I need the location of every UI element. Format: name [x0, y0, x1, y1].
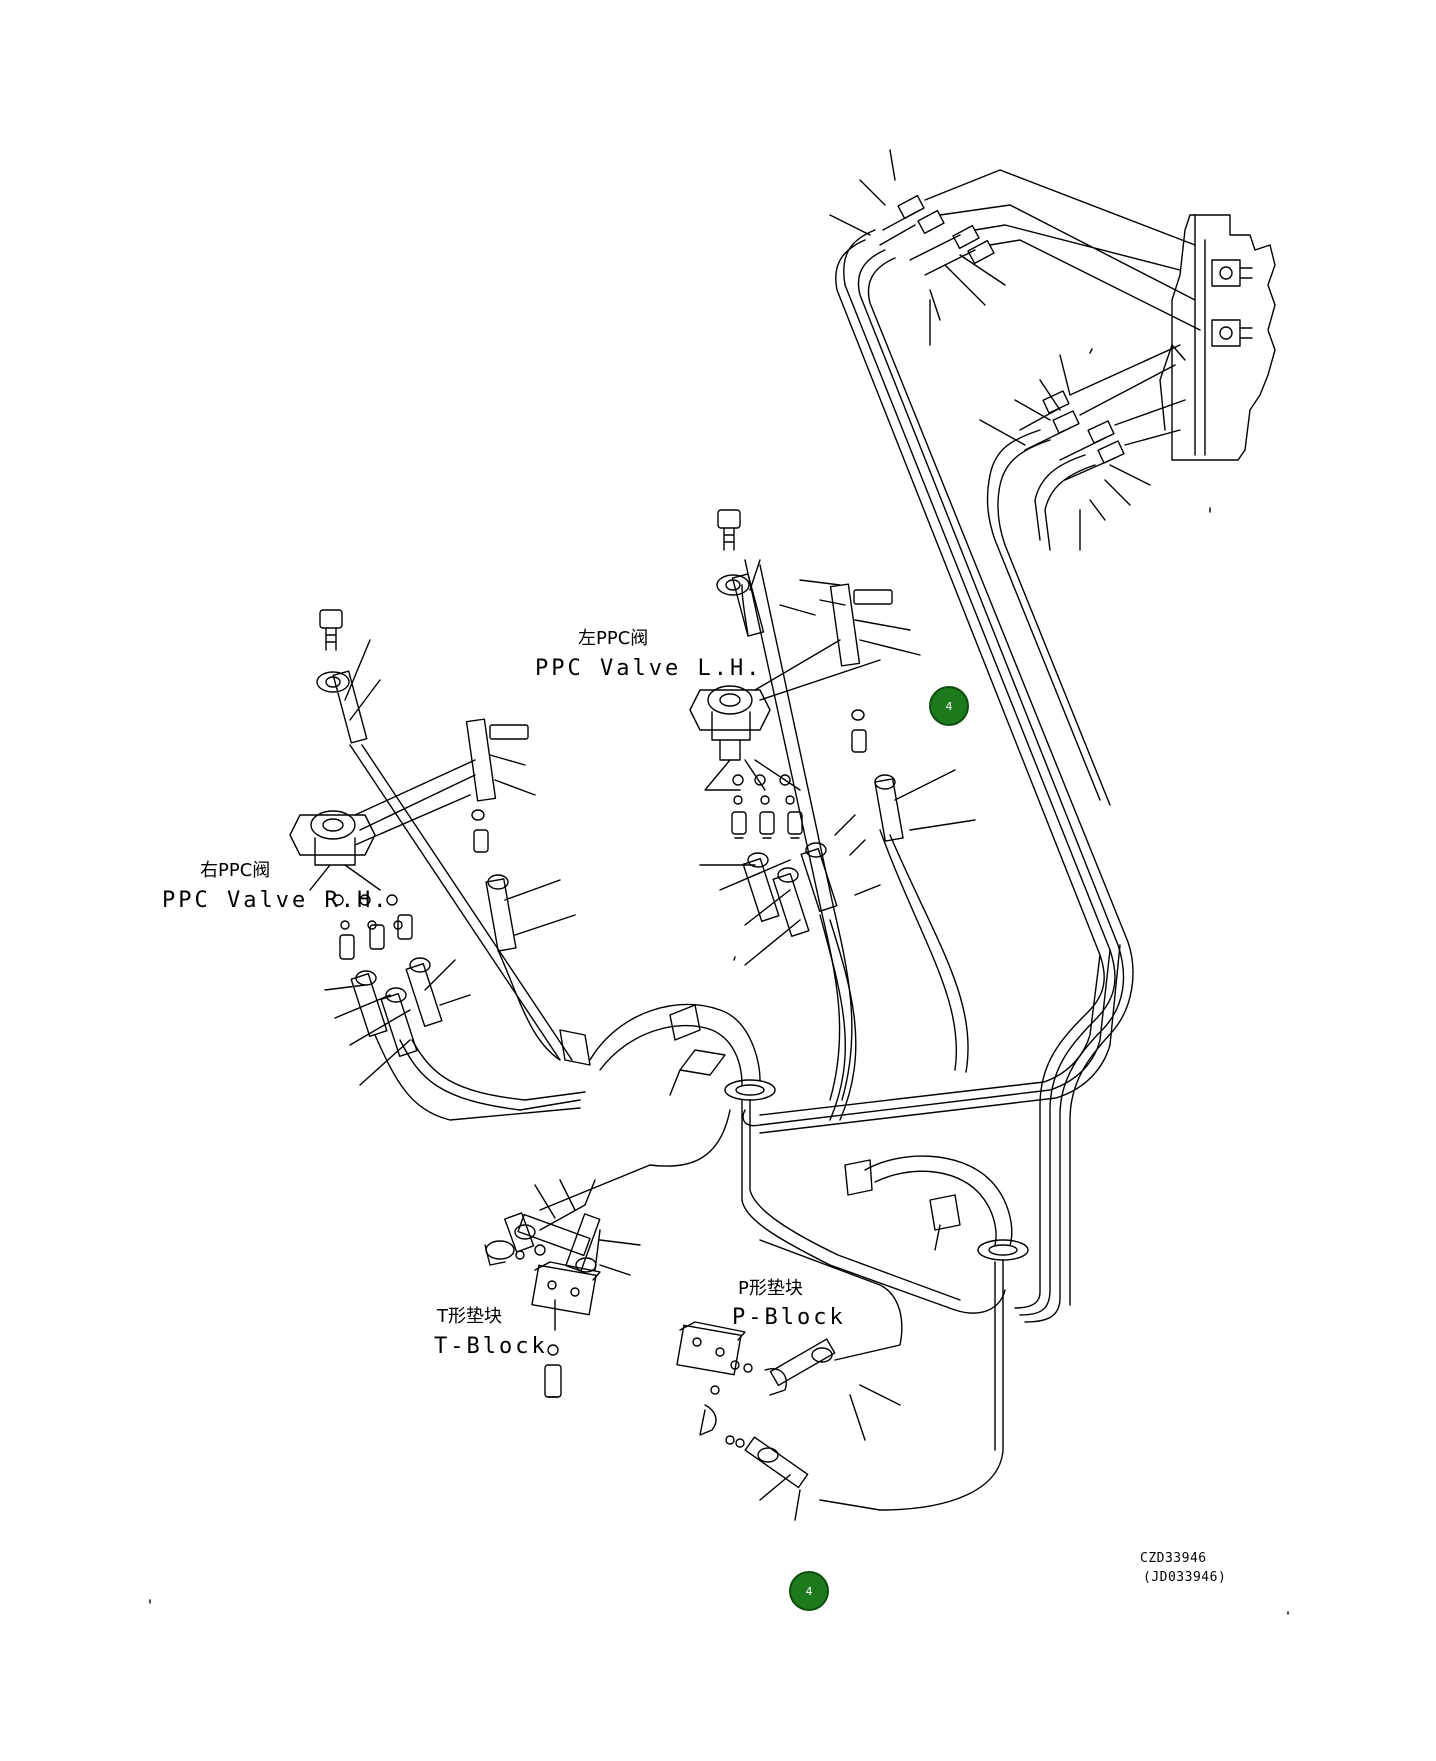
lower-hose-fittings [979, 344, 1186, 551]
t-block-assembly [484, 1179, 641, 1398]
upper-hose-fittings [829, 149, 1201, 346]
ppc-valve-right-label-en: PPC Valve R.H. [162, 888, 390, 913]
t-block-label-cn: T形垫块 [437, 1306, 502, 1327]
ppc-valve-left-label-en: PPC Valve L.H. [535, 656, 763, 681]
p-block-label-en: P-Block [732, 1305, 846, 1330]
ppc-valve-left [689, 509, 976, 1121]
control-valve-block [1159, 214, 1276, 461]
t-block-label-en: T-Block [434, 1334, 548, 1359]
drawing-code-alt: (JD033946) [1143, 1570, 1227, 1585]
ppc-valve-right-label-cn: 右PPC阀 [200, 860, 271, 881]
p-block-assembly [676, 1321, 901, 1521]
hose-grommet-right [844, 1155, 1029, 1261]
callout-4-upper[interactable]: 4 [929, 686, 969, 726]
drawing-code: CZD33946 [1140, 1551, 1207, 1566]
hose-grommet-left [559, 1003, 776, 1101]
p-block-label-cn: P形垫块 [738, 1278, 803, 1299]
main-hose-bundle [742, 229, 1134, 1323]
callout-4-lower[interactable]: 4 [789, 1571, 829, 1611]
ppc-valve-right [289, 609, 586, 1121]
lower-hoses [539, 1099, 1006, 1511]
ppc-valve-left-label-cn: 左PPC阀 [578, 628, 649, 649]
